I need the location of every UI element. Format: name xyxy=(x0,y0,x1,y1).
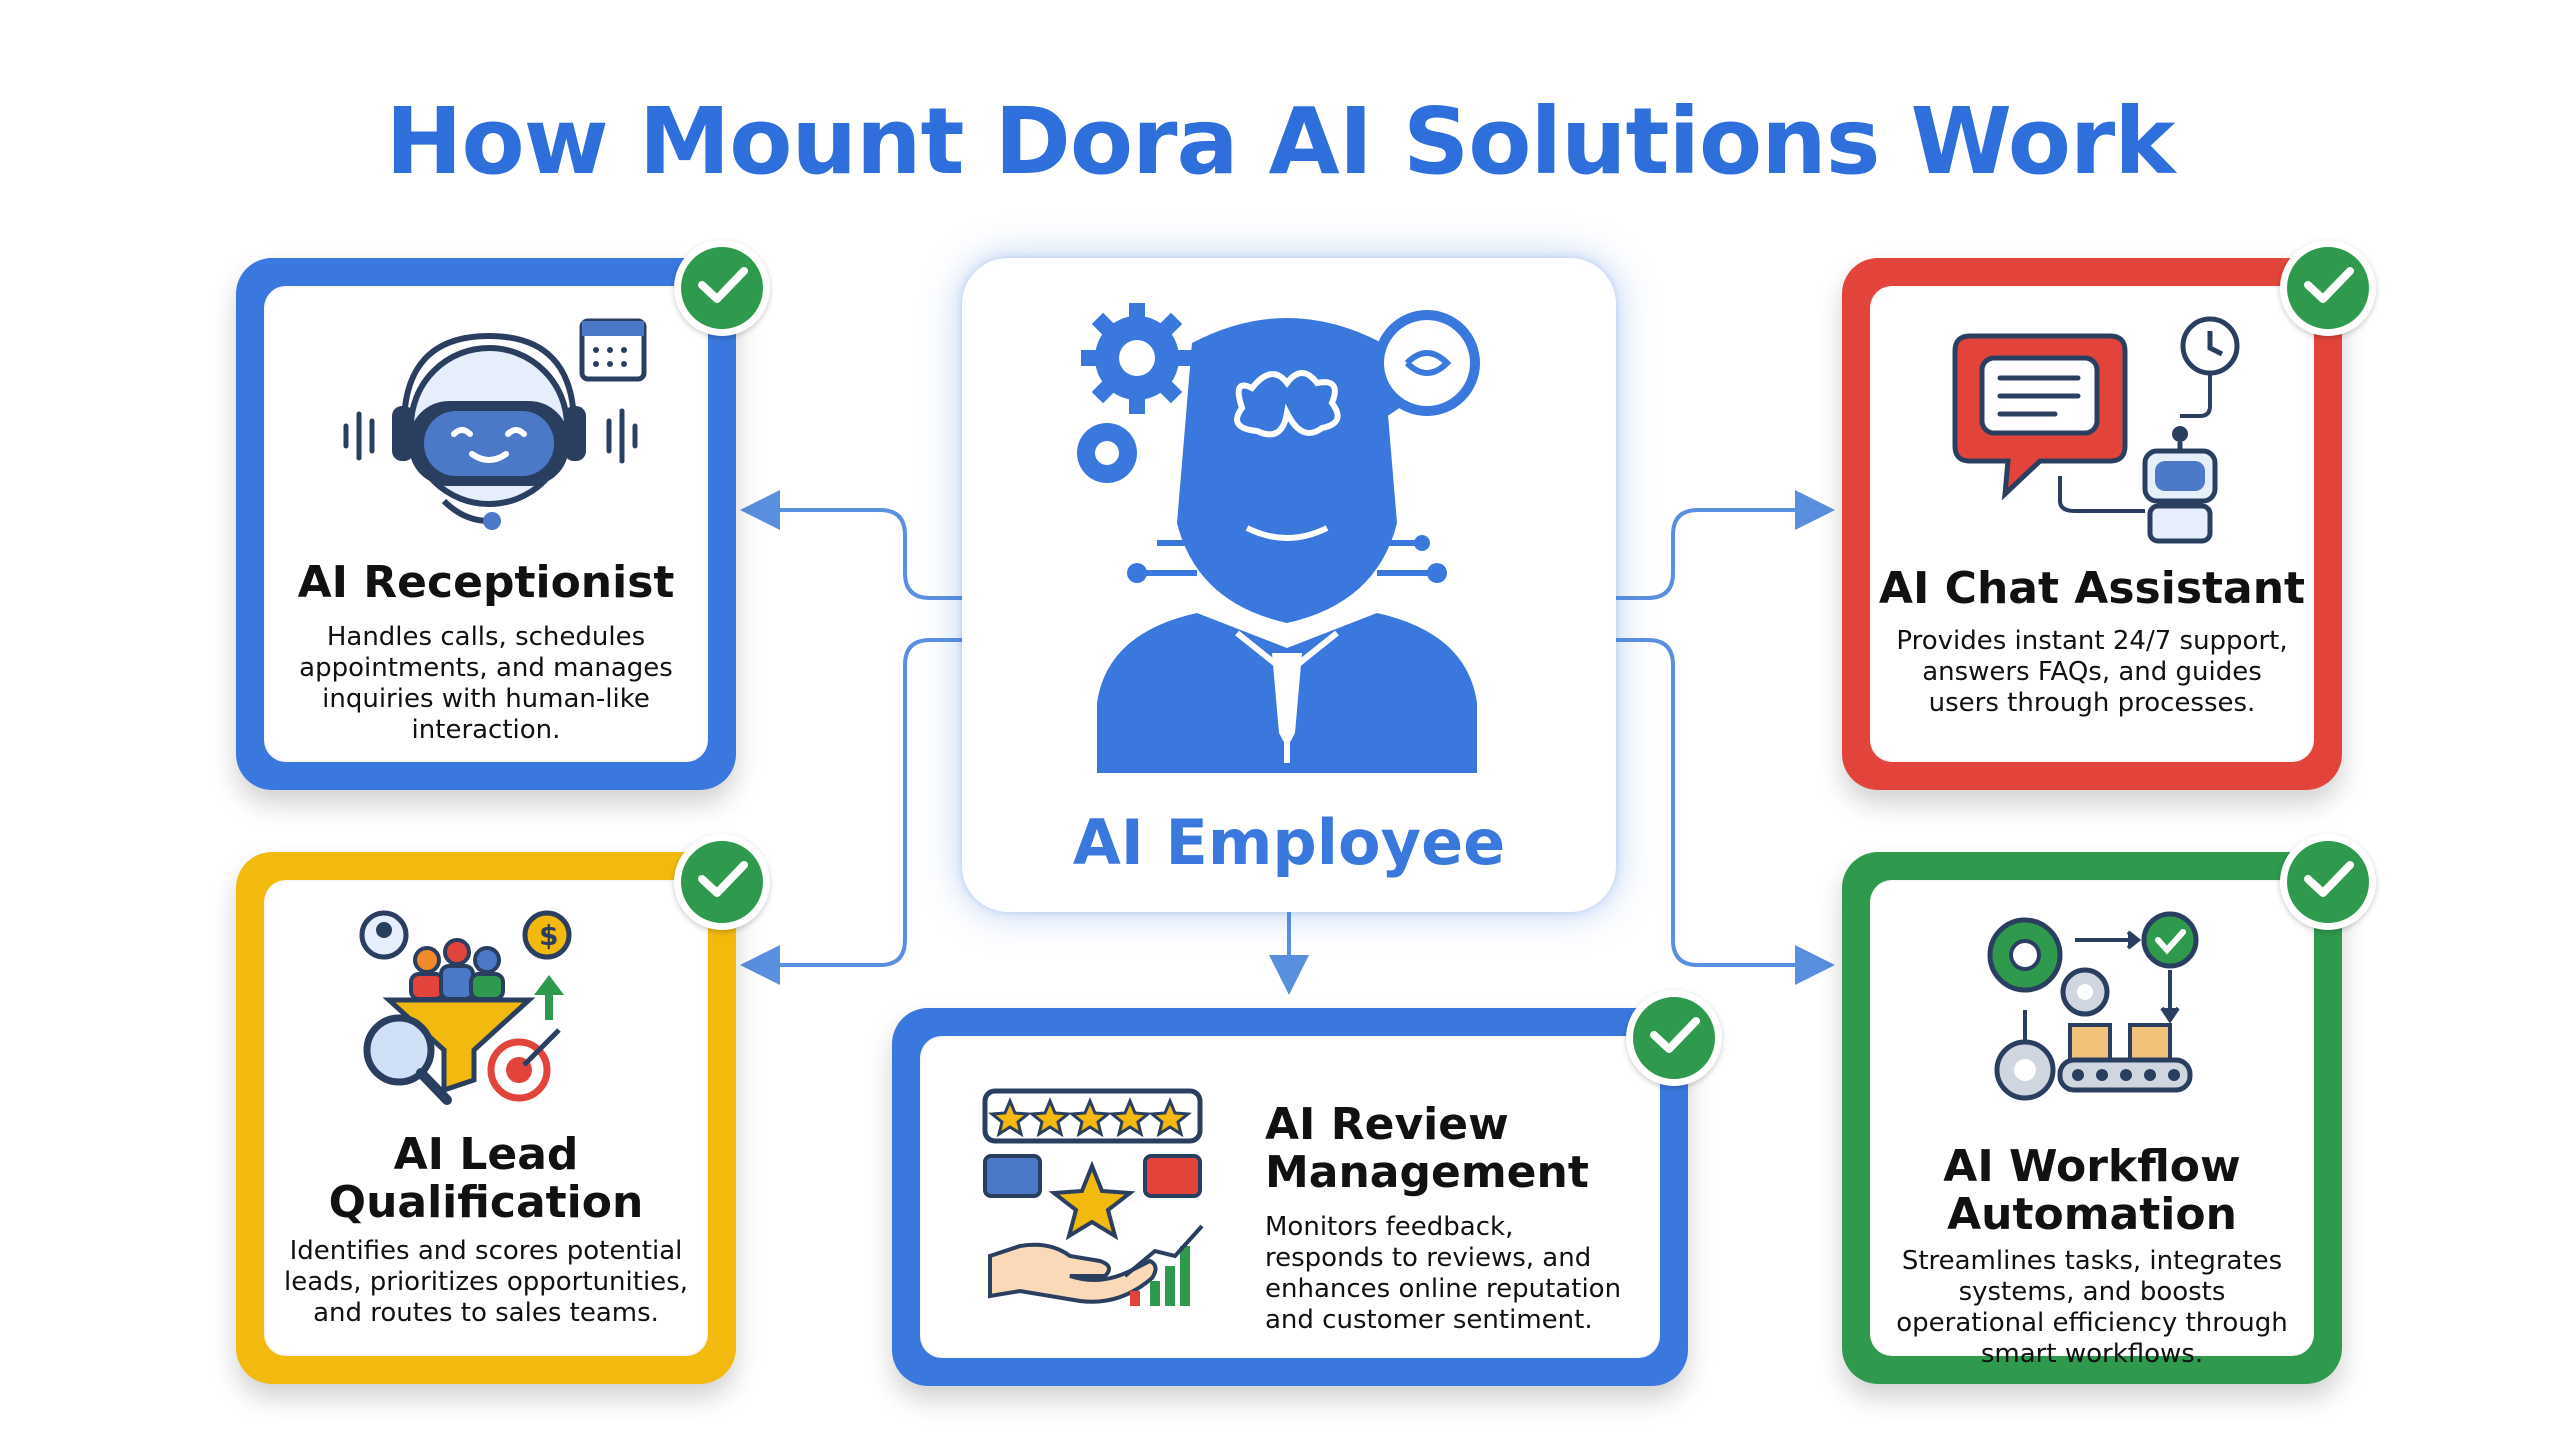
card-title-line1: AI Lead xyxy=(393,1129,579,1180)
check-icon xyxy=(2280,834,2376,930)
svg-text:$: $ xyxy=(539,919,558,952)
card-ai-receptionist: AI Receptionist Handles calls, schedules… xyxy=(236,240,770,790)
page-title: How Mount Dora AI Solutions Work xyxy=(385,88,2176,195)
connector-lead xyxy=(740,638,1020,985)
check-icon xyxy=(2280,240,2376,336)
card-description: Provides instant 24/7 support, answers F… xyxy=(1896,626,2288,718)
card-inner: AI Receptionist Handles calls, schedules… xyxy=(264,286,708,762)
card-title-line2: Management xyxy=(1265,1147,1589,1198)
card-ai-chat-assistant: AI Chat Assistant Provides instant 24/7 … xyxy=(1842,240,2376,790)
card-title-line2: Qualification xyxy=(328,1177,644,1228)
card-inner: AI Chat Assistant Provides instant 24/7 … xyxy=(1870,286,2314,762)
card-inner: AI Workflow Automation Streamlines tasks… xyxy=(1870,880,2314,1369)
card-title-line1: AI Workflow xyxy=(1943,1141,2241,1192)
lead-funnel-icon: $ xyxy=(359,910,572,1105)
card-title: AI Chat Assistant xyxy=(1878,563,2306,614)
ai-employee-robot-icon xyxy=(1077,303,1480,773)
check-icon xyxy=(1626,990,1722,1086)
card-description: Monitors feedback, responds to reviews, … xyxy=(1265,1212,1622,1335)
chat-robot-icon xyxy=(1952,316,2240,544)
card-inner: $ AI Lead Qualification Identifies and s… xyxy=(264,880,708,1356)
connector-chat xyxy=(1558,490,1835,600)
review-stars-icon xyxy=(982,1088,1204,1306)
card-description: Identifies and scores potential leads, p… xyxy=(284,1236,688,1328)
card-title: AI Receptionist xyxy=(297,557,675,608)
connector-workflow xyxy=(1558,638,1835,985)
card-ai-lead-qualification: $ AI Lead Qualification Identifies and s… xyxy=(236,834,770,1384)
check-icon xyxy=(674,240,770,336)
card-description: Streamlines tasks, integrates systems, a… xyxy=(1896,1246,2288,1369)
card-description: Handles calls, schedules appointments, a… xyxy=(299,622,673,745)
connector-receptionist xyxy=(740,490,1020,600)
ai-employee-label: AI Employee xyxy=(1072,806,1506,879)
card-title-line2: Automation xyxy=(1947,1189,2237,1240)
card-ai-workflow-automation: AI Workflow Automation Streamlines tasks… xyxy=(1842,834,2376,1384)
card-inner: AI Review Management Monitors feedback, … xyxy=(920,1036,1660,1358)
headset-robot-icon xyxy=(343,318,647,530)
ai-employee-card: AI Employee xyxy=(962,258,1616,912)
workflow-gears-icon xyxy=(1987,911,2199,1101)
check-icon xyxy=(674,834,770,930)
card-ai-review-management: AI Review Management Monitors feedback, … xyxy=(892,990,1722,1386)
card-title-line1: AI Review xyxy=(1265,1099,1509,1150)
